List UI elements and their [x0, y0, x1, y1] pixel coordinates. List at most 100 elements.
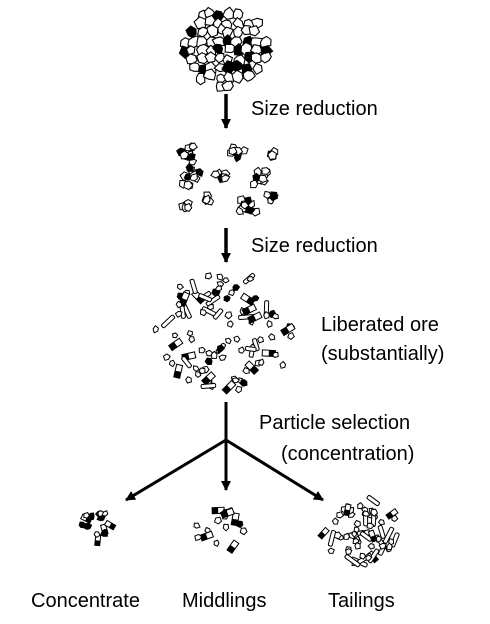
gangue-particle: [214, 284, 223, 292]
locked-particle: [239, 292, 256, 307]
gangue-particle: [152, 324, 159, 334]
locked-particle: [317, 526, 330, 540]
gangue-particle: [239, 527, 248, 536]
gangue-grain: [222, 6, 235, 21]
crushed-fragments: [176, 142, 279, 217]
gangue-particle: [354, 542, 361, 550]
label-middlings: Middlings: [182, 590, 267, 612]
gangue-grain: [185, 45, 196, 56]
gangue-particle: [213, 539, 220, 547]
mineral-grain: [187, 152, 196, 162]
gangue-particle: [212, 308, 224, 320]
gangue-particle: [181, 355, 192, 369]
gangue-particle: [233, 335, 241, 343]
gangue-grain: [184, 202, 193, 213]
locked-particle: [199, 530, 214, 542]
locked-particle: [103, 519, 117, 531]
gangue-particle: [366, 495, 380, 507]
gangue-particle: [331, 517, 339, 525]
gangue-particle: [199, 309, 208, 317]
gangue-particle: [198, 293, 213, 303]
mineral-particle: [223, 294, 231, 303]
gangue-particle: [367, 548, 380, 564]
gangue-particle: [336, 511, 345, 519]
gangue-particle: [194, 370, 202, 379]
gangue-particle: [391, 514, 399, 523]
gangue-grain: [263, 190, 272, 200]
gangue-particle: [271, 351, 279, 359]
gangue-grain: [248, 25, 261, 37]
gangue-grain: [193, 16, 207, 30]
gangue-grain: [213, 52, 225, 64]
gangue-particle: [200, 382, 217, 389]
gangue-grain: [231, 69, 244, 84]
gangue-grain: [204, 51, 217, 64]
gangue-particle: [258, 358, 265, 366]
gangue-particle: [213, 516, 223, 525]
gangue-particle: [287, 331, 295, 341]
gangue-grain: [258, 174, 268, 183]
gangue-particle: [204, 272, 213, 280]
gangue-particle: [238, 346, 245, 354]
gangue-particle: [279, 360, 287, 369]
ore-lump: [178, 6, 274, 92]
gangue-particle: [168, 359, 176, 368]
gangue-particle: [378, 542, 387, 550]
gangue-particle: [222, 277, 230, 284]
mineral-particle: [216, 344, 226, 354]
gangue-grain: [235, 206, 244, 216]
gangue-particle: [93, 531, 101, 539]
gangue-particle: [161, 314, 176, 329]
locked-particle: [244, 360, 260, 376]
gangue-particle: [366, 522, 375, 530]
mineral-grain: [221, 60, 235, 74]
gangue-grain: [221, 174, 231, 183]
gangue-particle: [370, 508, 379, 517]
gangue-grain: [202, 68, 217, 81]
gangue-particle: [189, 278, 198, 295]
gangue-particle: [188, 336, 196, 344]
gangue-particle: [227, 289, 235, 297]
label-size-reduction-2: Size reduction: [251, 235, 378, 257]
locked-particle: [220, 507, 235, 519]
gangue-particle: [224, 311, 233, 320]
gangue-particle: [234, 385, 243, 394]
locked-particle: [173, 363, 184, 379]
label-particle-selection: Particle selection: [259, 412, 411, 434]
gangue-particle: [192, 365, 200, 373]
gangue-particle: [365, 554, 373, 561]
gangue-grain: [259, 35, 272, 48]
gangue-particle: [382, 526, 395, 544]
gangue-particle: [186, 330, 193, 337]
mineral-particle: [239, 379, 248, 387]
gangue-particle: [327, 547, 335, 554]
gangue-particle: [359, 552, 366, 560]
locked-particle: [94, 534, 102, 547]
gangue-grain: [252, 62, 263, 76]
label-liberated-ore-qualifier: (substantially): [321, 343, 445, 365]
locked-particle: [226, 539, 240, 555]
gangue-grain: [183, 180, 194, 191]
locked-particle: [241, 303, 258, 317]
gangue-grain: [188, 142, 198, 151]
mineral-grain: [194, 168, 204, 177]
label-concentrate: Concentrate: [31, 590, 140, 612]
gangue-particle: [194, 533, 203, 541]
gangue-particle: [266, 320, 273, 328]
gangue-particle: [101, 510, 109, 517]
gangue-particle: [198, 367, 206, 375]
gangue-particle: [263, 310, 270, 320]
mineral-particle: [204, 357, 213, 366]
gangue-particle: [271, 312, 279, 320]
label-tailings: Tailings: [328, 590, 395, 612]
locked-particle: [385, 507, 399, 520]
gangue-grain: [240, 201, 250, 210]
mineral-grain: [268, 191, 279, 202]
concentrate-pile: [78, 509, 117, 547]
middlings-pile: [193, 506, 248, 555]
gangue-particle: [353, 519, 361, 528]
gangue-particle: [242, 366, 250, 375]
gangue-particle: [386, 542, 393, 551]
locked-particle: [201, 371, 217, 386]
gangue-particle: [222, 523, 230, 532]
